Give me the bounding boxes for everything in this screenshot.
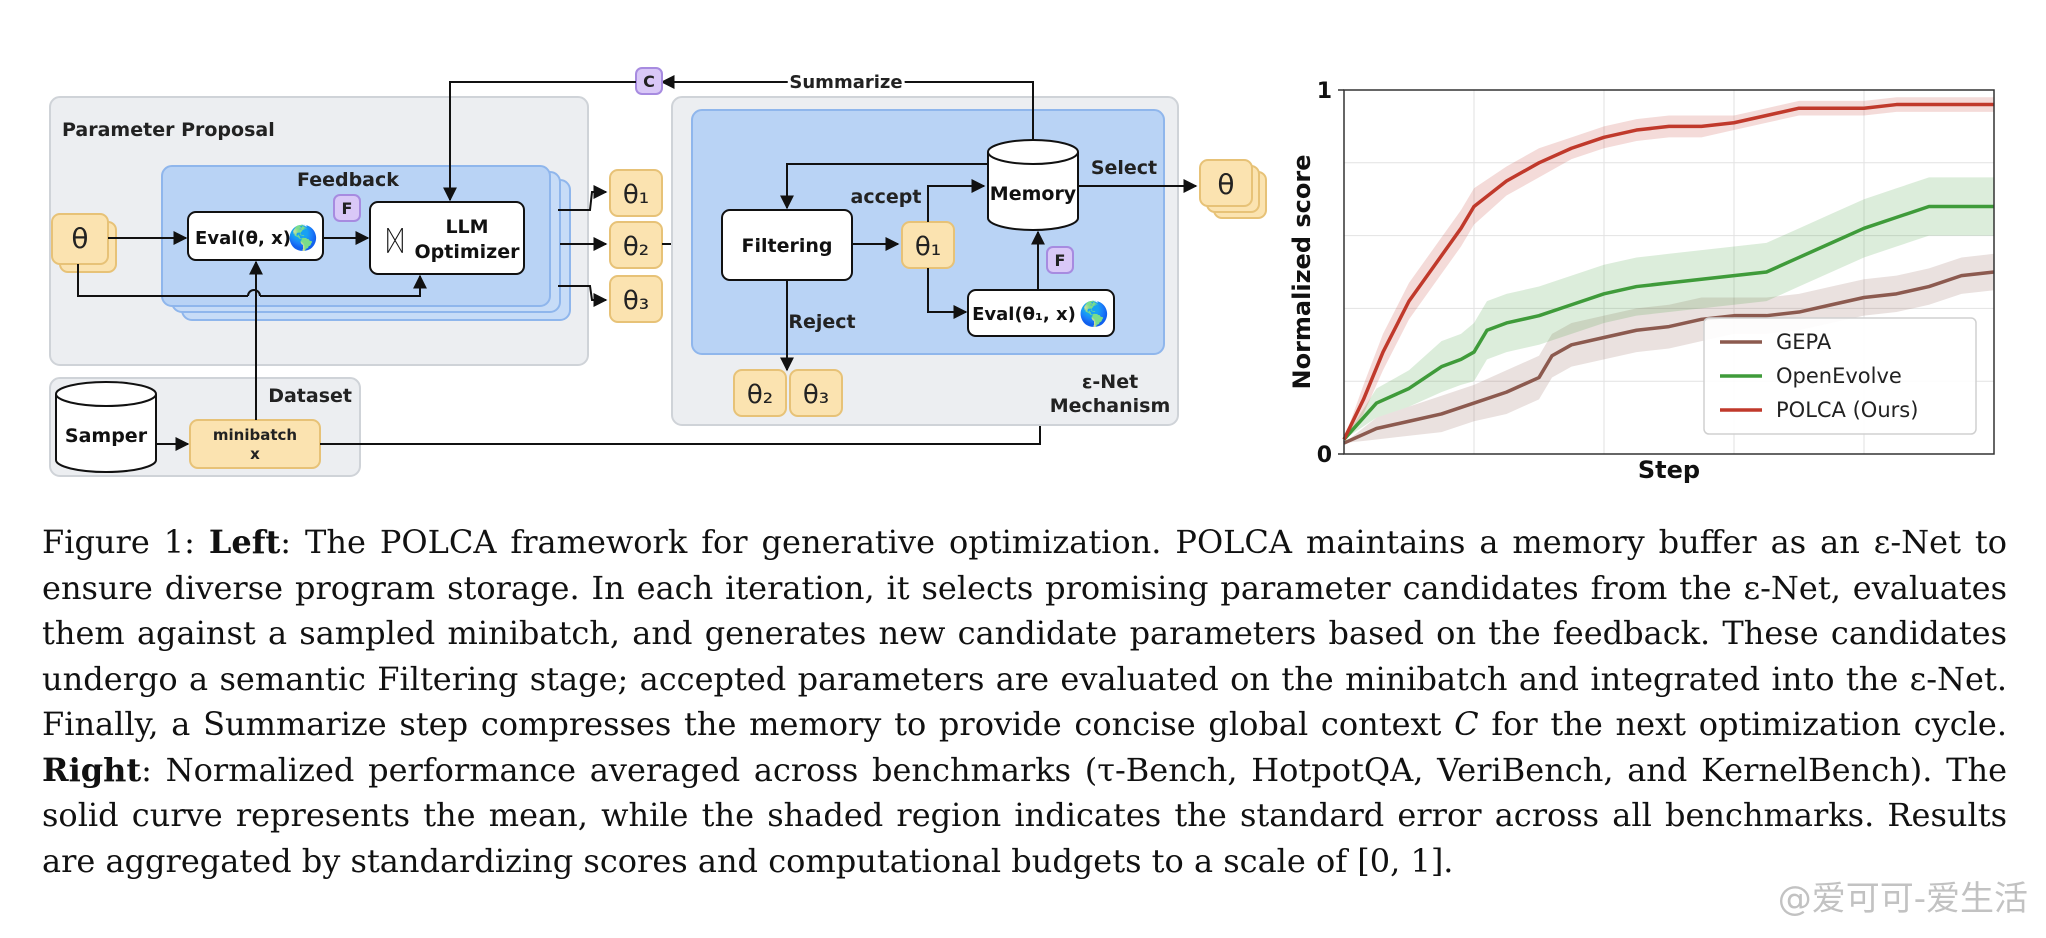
llm-label-line1: LLM: [445, 216, 488, 238]
reject-label: Reject: [788, 311, 855, 333]
sampler-cylinder[interactable]: [55, 381, 157, 473]
minibatch-line2: x: [250, 445, 260, 463]
ytick-label: 1: [1317, 79, 1332, 104]
minibatch-line1: minibatch: [213, 426, 297, 444]
caption-figure-label: Figure 1:: [42, 523, 195, 561]
feedback-label: Feedback: [297, 169, 399, 191]
chart-ticks: 01: [1317, 79, 1344, 468]
performance-chart: 01 Step Normalized score GEPAOpenEvolveP…: [1288, 79, 1995, 484]
line-openevolve: [1342, 204, 1994, 441]
theta2-output-label: θ₂: [623, 232, 649, 262]
theta3-output: [609, 275, 663, 323]
globe-icon-2: 🌎: [1079, 300, 1109, 328]
globe-icon: 🌎: [288, 224, 318, 252]
weibo-watermark: @爱可可-爱生活: [1777, 879, 2028, 919]
llm-optimizer-box[interactable]: [369, 201, 525, 275]
sampler-label: Samper: [65, 425, 148, 447]
accept-label: accept: [851, 186, 922, 208]
theta-select-label: θ: [1217, 168, 1234, 201]
theta2-rejected: [733, 369, 787, 417]
theta3-rejected: [789, 369, 843, 417]
c-badge-label: C: [643, 72, 655, 91]
f-badge-label: F: [342, 199, 353, 218]
enet-label-line1: ε-Net: [1082, 371, 1138, 393]
band-gepa: [1344, 253, 1994, 444]
theta2-rejected-label: θ₂: [747, 380, 773, 410]
caption-right-label: Right: [42, 750, 142, 789]
f-badge-2: [1046, 246, 1074, 274]
f-badge: [333, 194, 361, 222]
theta1-output: [609, 169, 663, 217]
filtering-label: Filtering: [742, 235, 833, 257]
caption-right-text: : Normalized performance averaged across…: [42, 750, 2007, 880]
legend-label: POLCA (Ours): [1776, 398, 1918, 422]
polca-framework-diagram: Parameter Proposal Feedback θ Eval(θ, x)…: [49, 67, 1267, 477]
figure-1: Parameter Proposal Feedback θ Eval(θ, x)…: [49, 67, 1995, 484]
chart-xlabel: Step: [1638, 456, 1700, 484]
theta-select-card: [1199, 159, 1253, 207]
caption-context-symbol: C: [1454, 705, 1479, 743]
enet-label-line2: Mechanism: [1050, 395, 1171, 417]
llm-icon: ᛞ: [387, 224, 404, 257]
f-badge-2-label: F: [1055, 251, 1066, 270]
caption-left-label: Left: [208, 523, 281, 561]
eval-box[interactable]: [187, 211, 324, 261]
eval-theta1-box[interactable]: [967, 289, 1115, 337]
theta1-accepted-label: θ₁: [915, 232, 941, 262]
chart-ylabel: Normalized score: [1288, 155, 1316, 390]
chart-frame: [1343, 89, 1995, 455]
ytick-label: 0: [1317, 443, 1332, 468]
memory-label: Memory: [990, 183, 1077, 205]
line-polca-ours-: [1342, 102, 1994, 441]
legend-label: GEPA: [1776, 330, 1832, 354]
llm-label-line2: Optimizer: [415, 241, 521, 263]
legend-label: OpenEvolve: [1776, 364, 1902, 388]
legend-box: [1703, 317, 1977, 435]
select-label: Select: [1091, 157, 1157, 179]
theta3-rejected-label: θ₃: [803, 380, 829, 410]
caption-left-text: : The POLCA framework for generative opt…: [42, 523, 2008, 743]
theta1-output-label: θ₁: [623, 180, 649, 210]
memory-cylinder[interactable]: [987, 139, 1079, 231]
summarize-label: Summarize: [789, 72, 902, 93]
theta-input: θ: [71, 222, 88, 255]
eval-theta1-label: Eval(θ₁, x): [972, 304, 1076, 325]
dataset-title: Dataset: [268, 385, 352, 407]
parameter-proposal-title: Parameter Proposal: [62, 119, 275, 141]
figure-caption: Figure 1: Left: The POLCA framework for …: [42, 520, 2007, 884]
caption-left-text-end: for the next optimization cycle.: [1478, 705, 2008, 743]
line-gepa: [1343, 270, 1995, 445]
eval-label: Eval(θ, x): [195, 228, 291, 249]
theta3-output-label: θ₃: [623, 286, 649, 316]
chart-series-lines: [1342, 102, 1995, 445]
